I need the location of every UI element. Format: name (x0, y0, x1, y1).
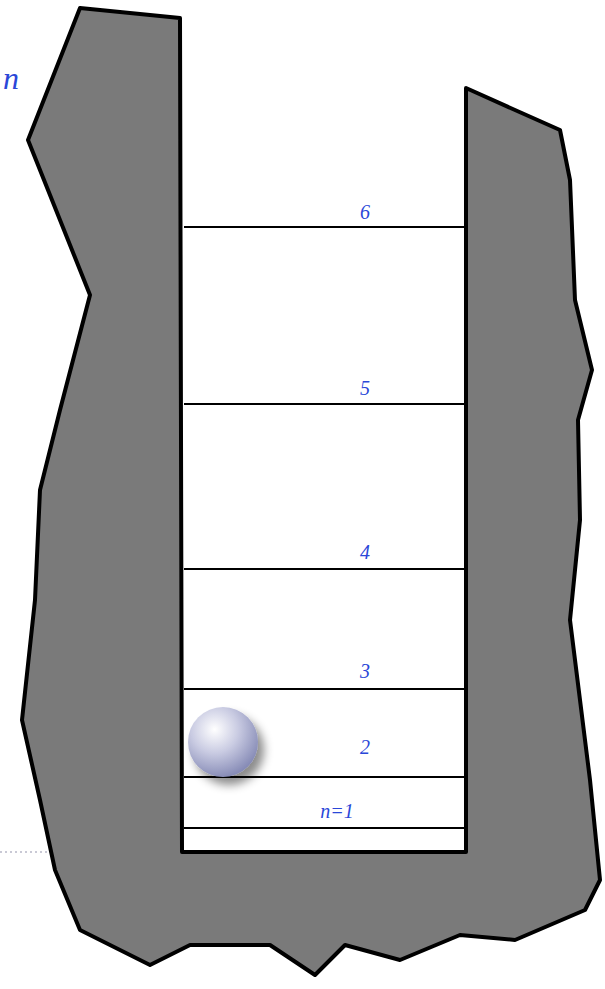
level-line (184, 403, 464, 405)
level-number: 4 (360, 542, 370, 562)
level-number: n=1 (320, 801, 354, 821)
level-line (184, 688, 464, 690)
level-number: 6 (360, 202, 370, 222)
level-line (184, 568, 464, 570)
level-number: 5 (360, 378, 370, 398)
axis-label: n (3, 62, 19, 94)
level-line (184, 827, 464, 829)
energy-levels (184, 227, 464, 828)
ball (188, 707, 258, 777)
rock-well (22, 8, 600, 975)
level-number: 2 (360, 737, 370, 757)
level-number: 3 (360, 661, 370, 681)
level-line (184, 226, 464, 228)
